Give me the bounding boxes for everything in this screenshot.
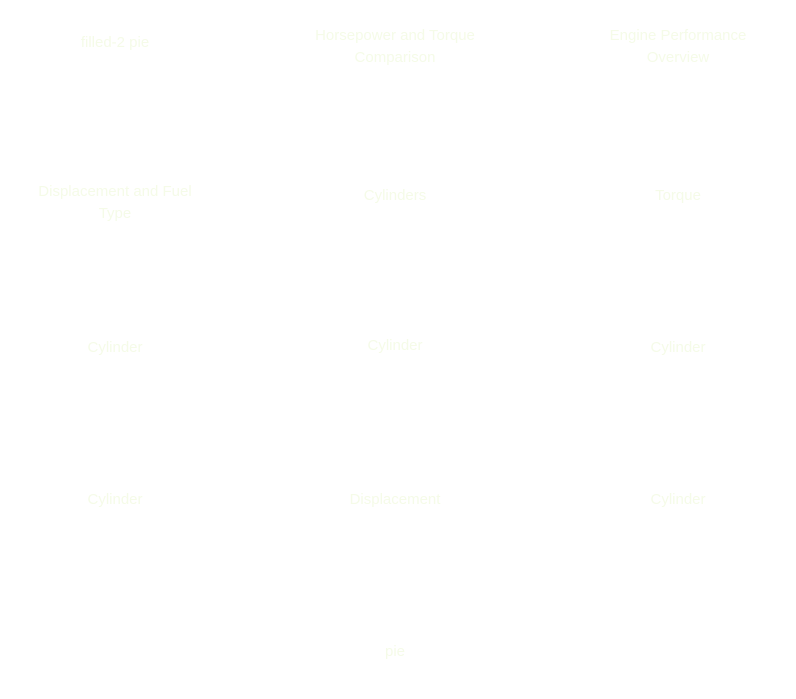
grid-item[interactable]: Torque: [590, 184, 766, 208]
grid-item-label: Torque: [655, 187, 701, 204]
grid-item-label: filled-2 pie: [80, 34, 150, 51]
grid-item[interactable]: Cylinder: [590, 488, 766, 512]
grid-item[interactable]: Displacement: [300, 488, 490, 512]
grid-item-label: Cylinder: [650, 491, 706, 508]
grid-item[interactable]: Cylinders: [300, 184, 490, 208]
grid-item-label: Cylinders: [363, 187, 427, 204]
grid-item-label: Cylinder: [650, 339, 706, 356]
grid-item-label: Cylinder: [87, 339, 143, 356]
grid-item[interactable]: Cylinder: [590, 336, 766, 360]
grid-item-label: Cylinder: [87, 491, 143, 508]
grid-item-label: Displacement: [349, 491, 441, 508]
grid-item[interactable]: Cylinder: [20, 336, 210, 360]
grid-item-label: pie: [384, 643, 406, 660]
grid-item-label: Cylinder: [367, 337, 423, 354]
grid-item[interactable]: filled-2 pie: [20, 20, 210, 66]
grid-item[interactable]: pie: [300, 640, 490, 664]
grid-item[interactable]: Cylinder: [20, 488, 210, 512]
grid-item[interactable]: Cylinder: [300, 334, 490, 358]
